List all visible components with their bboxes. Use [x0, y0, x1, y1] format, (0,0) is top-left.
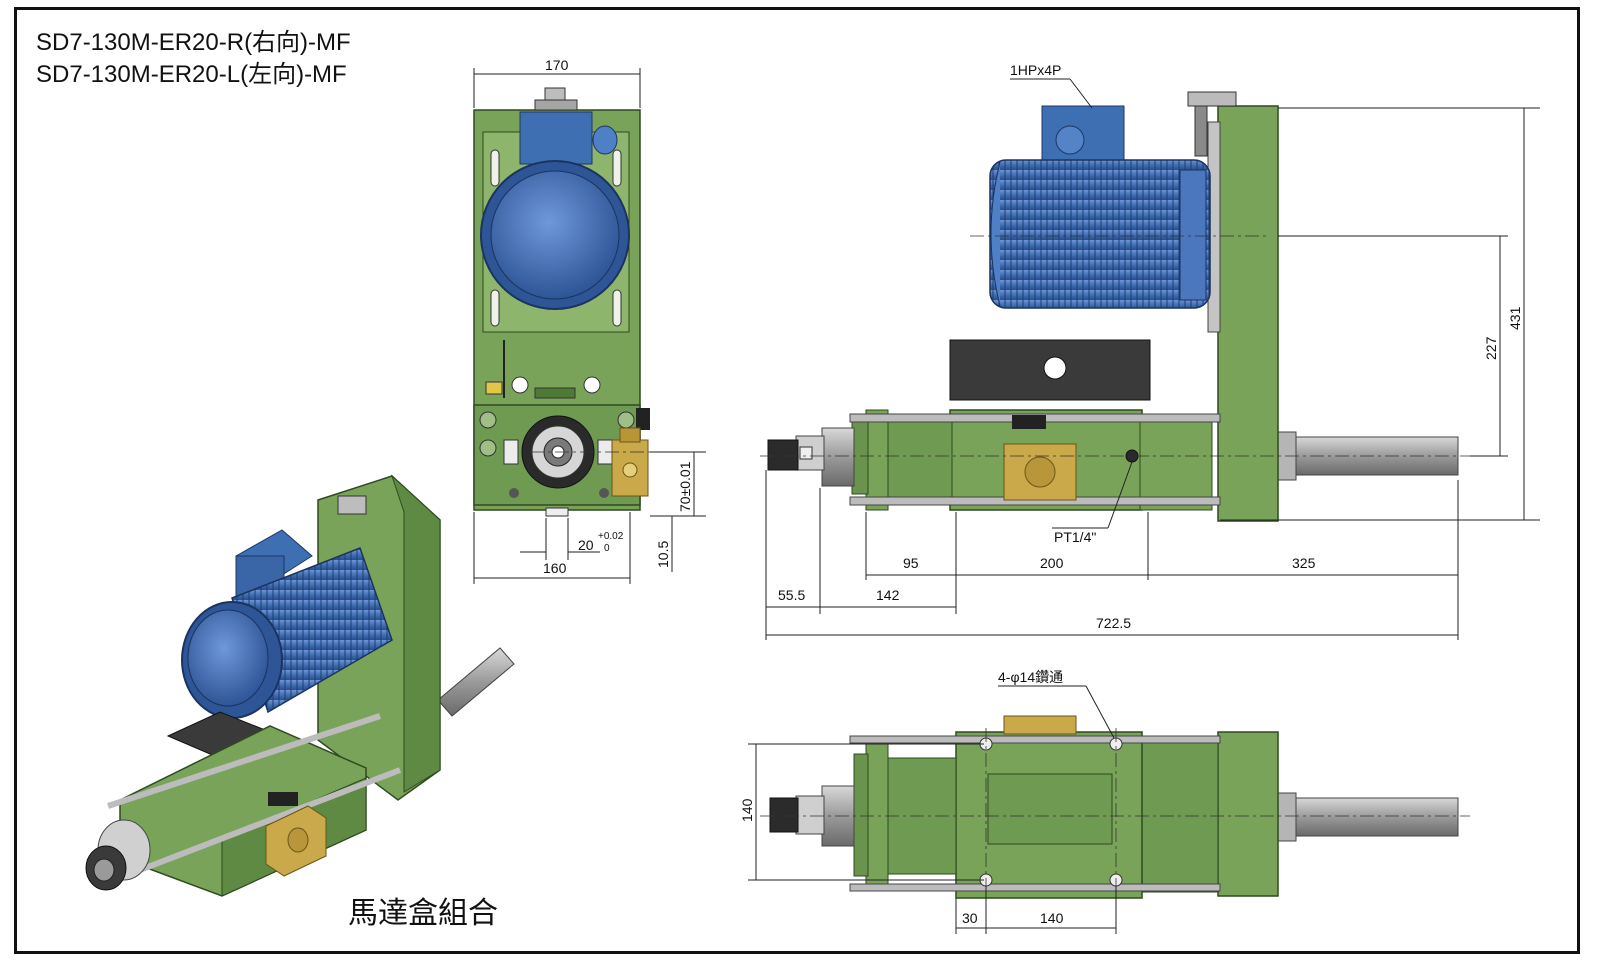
- dim-142: 142: [876, 587, 900, 603]
- motor-spec-label: 1HPx4P: [1010, 62, 1061, 78]
- model-title-left: SD7-130M-ER20-L(左向)-MF: [36, 61, 347, 88]
- dim-140-vertical: 140: [739, 798, 755, 822]
- dim-431: 431: [1507, 306, 1523, 330]
- side-motor-body: [989, 159, 1211, 309]
- dim-55-5: 55.5: [778, 587, 805, 603]
- front-view: 170 160 20 +0.02 0 70±0.01 10.5: [473, 57, 706, 584]
- dim-key-tol-upper: +0.02: [598, 531, 624, 542]
- side-collet-nut: [767, 439, 799, 471]
- dim-70: 70±0.01: [677, 461, 693, 512]
- dim-200: 200: [1040, 555, 1064, 571]
- assembly-caption: 馬達盒組合: [348, 896, 498, 931]
- dim-140-horizontal: 140: [1040, 910, 1064, 926]
- dim-10-5: 10.5: [655, 541, 671, 568]
- dim-227: 227: [1483, 336, 1499, 360]
- dim-30: 30: [962, 910, 978, 926]
- drawing-frame: [14, 7, 1580, 954]
- port-spec-label: PT1/4": [1054, 529, 1096, 545]
- dim-key-tol-lower: 0: [604, 543, 610, 554]
- dim-170: 170: [545, 57, 569, 73]
- side-view: 1HPx4P 431 227 PT1/4" 95 200 325 55.5 14…: [760, 62, 1540, 640]
- dim-722-5: 722.5: [1096, 615, 1131, 631]
- top-rear-shaft: [1277, 797, 1459, 837]
- dim-95: 95: [903, 555, 919, 571]
- model-title-right: SD7-130M-ER20-R(右向)-MF: [36, 29, 351, 56]
- dim-325: 325: [1292, 555, 1316, 571]
- isometric-view: [85, 474, 515, 897]
- side-column-plate: [1217, 105, 1279, 522]
- top-collet-nut: [769, 797, 799, 833]
- hole-spec-label: 4-φ14鑽通: [998, 669, 1063, 685]
- top-view: 4-φ14鑽通 140 30 140: [739, 669, 1470, 934]
- dim-key-width: 20: [578, 537, 594, 553]
- dim-160: 160: [543, 560, 567, 576]
